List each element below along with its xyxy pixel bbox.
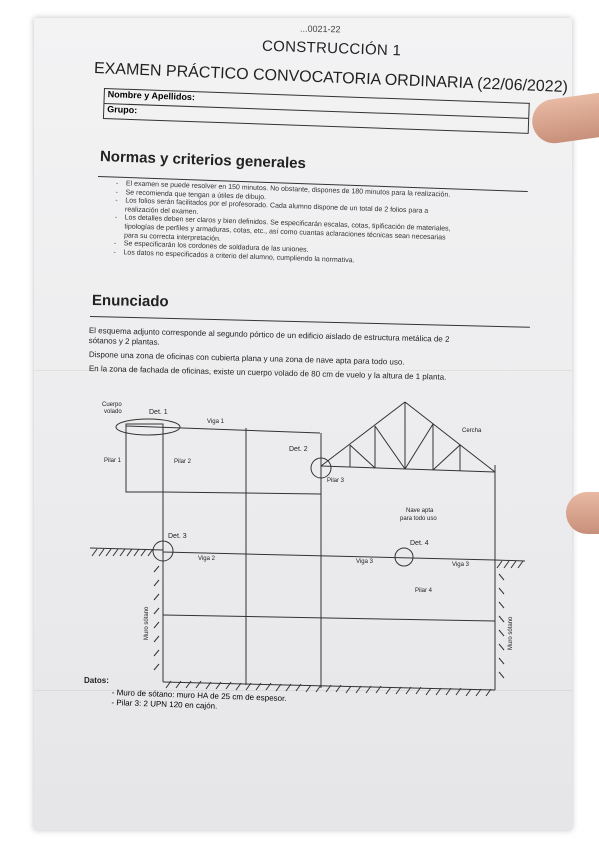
cercha-web: [349, 444, 376, 469]
ground-hatch: [165, 680, 492, 697]
finger-image: [566, 492, 599, 534]
cercha-web: [374, 425, 406, 470]
label-viga-2: Viga 2: [198, 556, 216, 562]
label-cuerpo-volado: Cuerpo: [102, 402, 122, 408]
label-det-2: Det. 2: [289, 446, 308, 453]
detail-circle-4: [394, 547, 414, 567]
detail-circle-3: [152, 540, 174, 562]
floor-line: [162, 614, 496, 622]
cercha-top-chord: [404, 401, 496, 473]
label-viga-1: Viga 1: [207, 419, 225, 425]
label-cercha: Cercha: [462, 428, 482, 434]
ground-hatch: [91, 548, 154, 557]
wall-hatch: [153, 565, 160, 671]
cercha-web: [404, 423, 434, 470]
label-viga-3: Viga 3: [452, 562, 470, 568]
label-muro-sotano-right: Muro sótano: [508, 616, 514, 650]
exam-sheet: [34, 18, 572, 830]
wall-hatch: [498, 573, 505, 679]
label-pilar-2: Pilar 2: [174, 459, 192, 465]
ground-line: [494, 559, 526, 562]
ground-hatch: [496, 560, 524, 569]
label-det-1: Det. 1: [149, 409, 168, 416]
detail-circle-1: [115, 418, 181, 436]
datos-label: Datos:: [84, 676, 109, 685]
floor-line: [162, 491, 322, 495]
base-line: [162, 681, 496, 691]
viga-1-line: [125, 425, 321, 434]
label-pilar-4: Pilar 4: [415, 588, 433, 594]
viga-2-line: [162, 551, 496, 561]
detail-circle-2: [310, 457, 332, 479]
label-nave: Nave apta: [406, 508, 434, 514]
label-pilar-1: Pilar 1: [104, 458, 122, 464]
label-nave: para todo uso: [400, 516, 437, 522]
label-det-4: Det. 4: [410, 540, 429, 547]
paper-fold: [34, 370, 572, 371]
label-muro-sotano-left: Muro sótano: [144, 606, 150, 640]
cercha-bottom-chord: [320, 465, 496, 473]
label-det-3: Det. 3: [168, 533, 187, 540]
ground-line: [89, 547, 164, 551]
label-viga-3: Viga 3: [356, 559, 374, 565]
paper-fold: [34, 690, 572, 691]
label-cuerpo-volado: volado: [104, 409, 122, 415]
cercha-top-chord: [320, 401, 406, 467]
cercha-web: [432, 444, 461, 471]
label-pilar-3: Pilar 3: [327, 478, 345, 484]
